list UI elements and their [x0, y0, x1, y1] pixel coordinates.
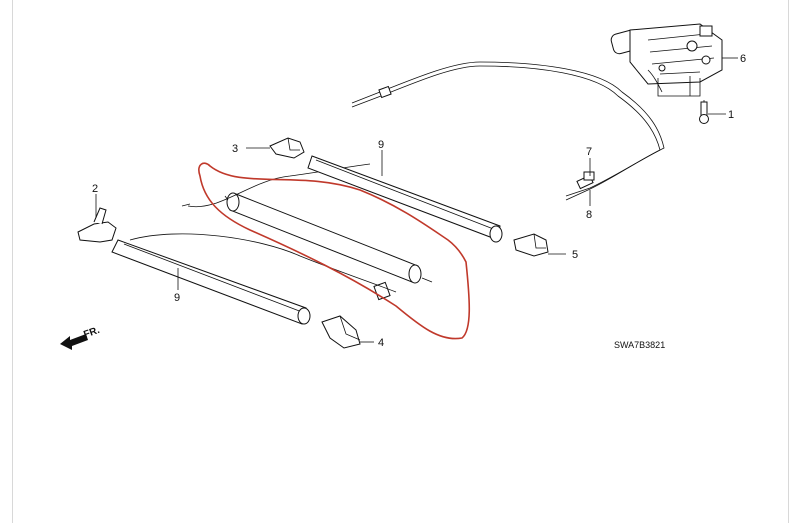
callout-6: 6 — [740, 53, 746, 65]
callout-9-bottom: 9 — [174, 292, 180, 304]
callout-1: 1 — [728, 109, 734, 121]
leader-lines — [95, 57, 738, 343]
shade-rail-top — [307, 155, 503, 243]
front-direction-label: FR. — [82, 325, 101, 341]
sunshade-motor-assembly — [610, 23, 723, 85]
holder-4 — [321, 315, 361, 349]
guide-clip-3 — [269, 137, 305, 159]
callout-3: 3 — [232, 143, 238, 155]
callout-8: 8 — [586, 209, 592, 221]
callout-7: 7 — [586, 146, 592, 158]
drive-cable — [351, 61, 665, 201]
callout-5: 5 — [572, 249, 578, 261]
slider — [583, 171, 595, 181]
holder-2 — [77, 207, 117, 243]
callout-9-top: 9 — [378, 139, 384, 151]
right-frame-line — [788, 0, 789, 523]
callout-2: 2 — [92, 183, 98, 195]
callout-4: 4 — [378, 337, 384, 349]
shade-rail-bottom — [111, 239, 311, 325]
front-arrow-icon — [60, 334, 88, 350]
left-frame-line — [12, 0, 13, 523]
highlight-annotation — [198, 162, 471, 340]
bolt — [699, 100, 709, 124]
motor-bracket-lines — [657, 76, 701, 97]
diagram-code: SWA7B3821 — [614, 340, 665, 350]
holder-5 — [513, 233, 549, 257]
